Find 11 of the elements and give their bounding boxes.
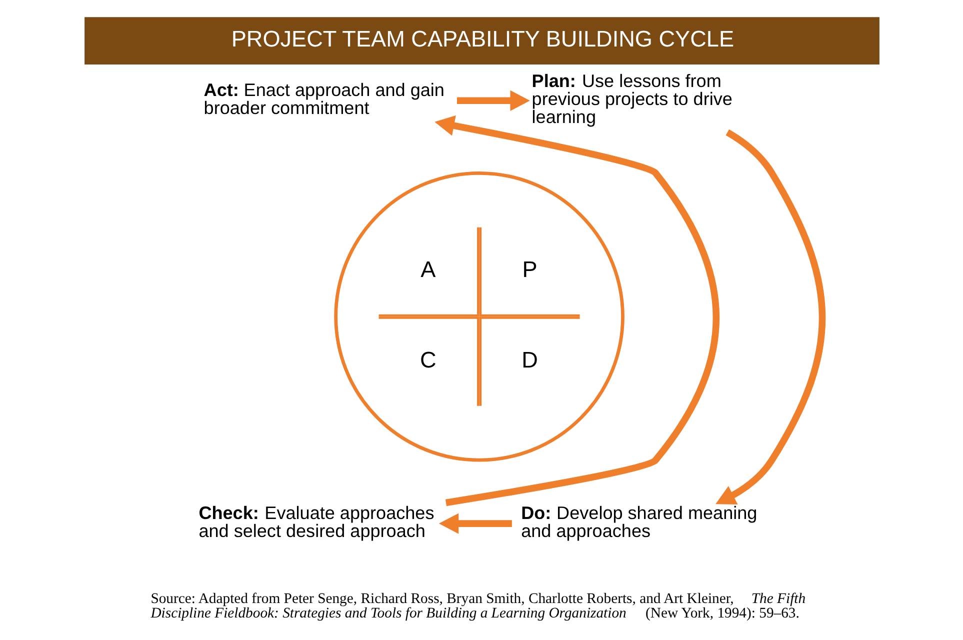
node-text: Check: Evaluate approaches and select desired approach <box>198 502 434 541</box>
diagram-title: PROJECT TEAM CAPABILITY BUILDING CYCLE <box>230 26 734 52</box>
arrow <box>715 129 826 504</box>
node-circle: A P C D <box>334 171 624 462</box>
caption: Source: Adapted from Peter Senge, Richard Ross, Bryan Smith, Charlotte Roberts, and Art Kleiner, The Fifth Discipline Fieldbook: Strategies and Tools for Building a Learning Organization (New York, 1994): 59–63. <box>150 591 806 622</box>
arrow <box>434 115 719 506</box>
node-text: Plan: Use lessons from previous projects to drive learning <box>531 70 732 127</box>
node-text: Do: Develop shared meaning and approaches <box>520 502 757 541</box>
arrow <box>438 513 512 534</box>
arrow <box>456 90 530 111</box>
node-text: Act: Enact approach and gain broader commitment <box>203 80 444 118</box>
